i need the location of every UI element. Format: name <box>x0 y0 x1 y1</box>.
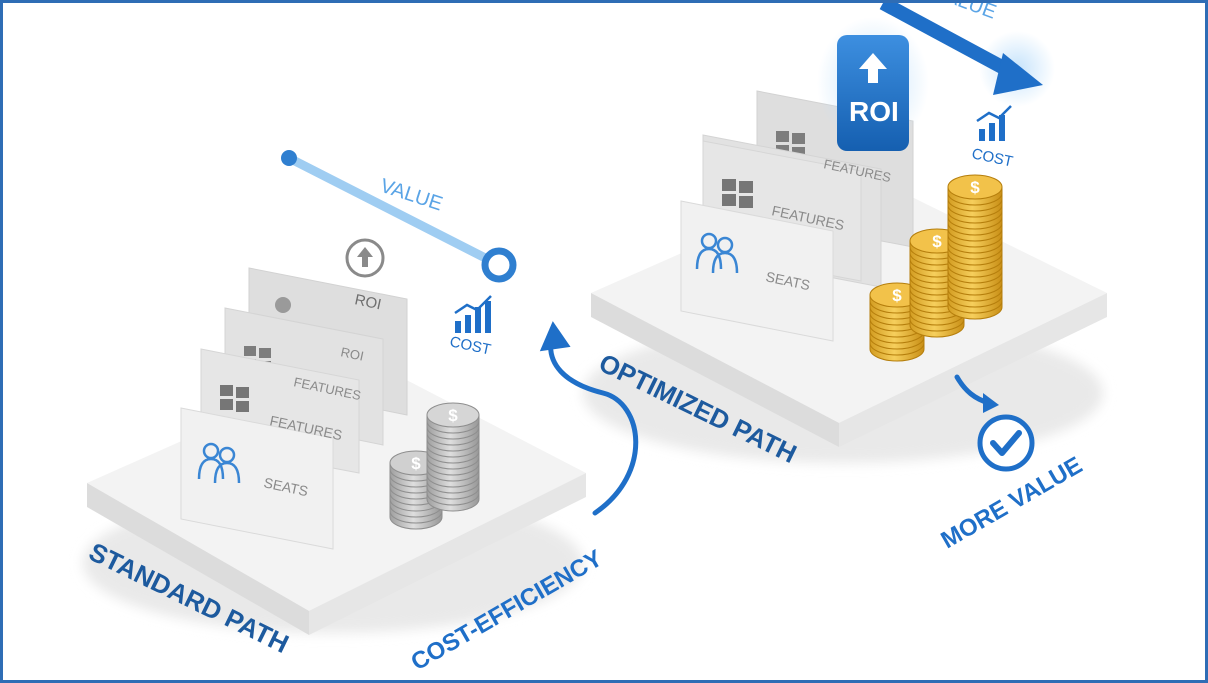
gold-coin-stack-tall: $ <box>947 174 1003 320</box>
users-icon <box>695 232 739 274</box>
standard-roi-label: ROI <box>353 291 383 313</box>
cost-efficiency-arrow <box>539 321 639 516</box>
grid-icon <box>220 385 249 412</box>
standard-card-seats <box>180 407 334 550</box>
grid-icon <box>722 179 753 208</box>
dollar-icon: $ <box>411 454 421 473</box>
standard-roi-badge <box>345 238 385 278</box>
standard-card-roi-label: ROI <box>339 344 365 363</box>
checkmark-circle-icon <box>977 414 1035 472</box>
optimized-cost-chart-icon <box>976 105 1012 141</box>
standard-cost-chart-icon <box>454 295 492 333</box>
dollar-icon: $ <box>970 178 980 197</box>
optimized-platform <box>583 173 1107 463</box>
coin-top <box>947 174 1003 200</box>
optimized-cost-label: COST <box>970 145 1014 170</box>
diagram-scene: $ $ <box>83 3 1107 676</box>
users-icon <box>197 442 241 484</box>
arrow-up-icon <box>859 53 887 83</box>
standard-cost-label: COST <box>448 333 492 358</box>
optimized-value-label: VALUE <box>931 3 999 24</box>
optimized-card-seats <box>680 200 834 342</box>
optimized-roi-badge <box>817 17 929 151</box>
optimized-roi-label: ROI <box>849 96 899 127</box>
dollar-icon: $ <box>892 286 902 305</box>
dollar-icon: $ <box>448 406 458 425</box>
arrow-up-icon <box>357 247 373 267</box>
more-value-arrow <box>954 374 999 413</box>
standard-value-bar <box>281 150 517 283</box>
coin-top <box>426 402 480 428</box>
dollar-icon: $ <box>932 232 942 251</box>
optimized-value-arrow <box>879 3 1055 107</box>
silver-coin-stack-tall: $ <box>426 402 480 512</box>
